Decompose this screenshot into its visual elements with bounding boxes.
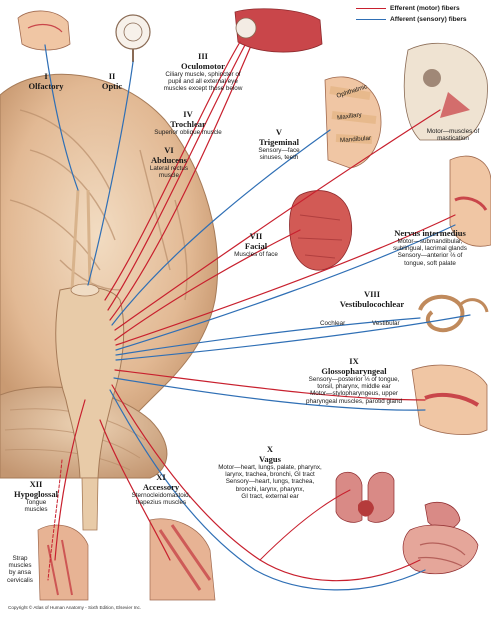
inner-ear-illustration xyxy=(420,297,487,330)
oculomotor-desc-3: muscles except those below xyxy=(144,85,262,92)
trigeminal-desc-1: Sensory—face xyxy=(248,147,310,154)
label-optic: II Optic xyxy=(92,72,132,91)
glossopharyngeal-number: IX xyxy=(284,357,424,366)
strap-desc-3: by ansa xyxy=(2,569,38,576)
glossopharyngeal-desc-4: pharyngeal muscles, parotid gland xyxy=(284,398,424,405)
label-intermedius: Nervus intermedius Motor—submandibular, … xyxy=(370,228,490,267)
label-vagus: X Vagus Motor—heart, lungs, palate, phar… xyxy=(196,445,344,500)
cochlear-label: Cochlear xyxy=(320,320,345,327)
spinal-cord xyxy=(82,478,98,530)
label-oculomotor: III Oculomotor Ciliary muscle, sphincter… xyxy=(144,52,262,93)
facial-name: Facial xyxy=(226,241,286,251)
glossopharyngeal-name: Glossopharyngeal xyxy=(284,366,424,376)
accessory-desc-2: trapezius muscles xyxy=(118,499,204,506)
olfactory-name: Olfactory xyxy=(26,81,66,91)
strap-desc-4: cervicalis xyxy=(2,577,38,584)
efferent-swatch xyxy=(356,8,386,9)
label-trigeminal: V Trigeminal Sensory—face sinuses, teeth xyxy=(248,128,310,161)
vagus-name: Vagus xyxy=(196,454,344,464)
glossopharyngeal-desc-1: Sensory—posterior ⅓ of tongue, xyxy=(284,376,424,383)
viscera-illustration xyxy=(336,472,478,574)
vagus-desc-2: larynx, trachea, bronchi, GI tract xyxy=(196,471,344,478)
olfactory-number: I xyxy=(26,72,66,81)
facial-desc: Muscles of face xyxy=(226,251,286,258)
accessory-desc-1: Sternocleidomastoid, xyxy=(118,492,204,499)
mastication-desc-2: mastication xyxy=(418,135,488,142)
label-glossopharyngeal: IX Glossopharyngeal Sensory—posterior ⅓ … xyxy=(284,357,424,405)
legend-afferent-label: Afferent (sensory) fibers xyxy=(390,16,467,23)
vagus-desc-4: bronchi, larynx, pharynx, xyxy=(196,486,344,493)
trochlear-name: Trochlear xyxy=(138,119,238,129)
label-olfactory: I Olfactory xyxy=(26,72,66,91)
copyright-notice: Copyright © Atlas of Human Anatomy - Six… xyxy=(8,605,141,610)
trochlear-number: IV xyxy=(138,110,238,119)
optic-number: II xyxy=(92,72,132,81)
trigeminal-name: Trigeminal xyxy=(248,137,310,147)
vagus-desc-3: Sensory—heart, lungs, trachea, xyxy=(196,478,344,485)
afferent-swatch xyxy=(356,19,386,20)
neck-muscles-illustration xyxy=(150,519,215,600)
nose-illustration xyxy=(18,11,70,50)
vestibulocochlear-number: VIII xyxy=(316,290,428,299)
facial-number: VII xyxy=(226,232,286,241)
label-mastication: Motor—muscles of mastication xyxy=(418,128,488,142)
vestibular-label: Vestibular xyxy=(372,320,400,327)
label-facial: VII Facial Muscles of face xyxy=(226,232,286,258)
intermedius-desc-2: sublingual, lacrimal glands xyxy=(370,245,490,252)
label-abducens: VI Abducens Lateral rectus muscle xyxy=(134,146,204,179)
vagus-desc-5: GI tract, external ear xyxy=(196,493,344,500)
label-trochlear: IV Trochlear Superior oblique muscle xyxy=(138,110,238,136)
optic-name: Optic xyxy=(92,81,132,91)
intermedius-desc-4: tongue, soft palate xyxy=(370,260,490,267)
hypoglossal-desc-1: Tongue xyxy=(6,499,66,506)
oculomotor-number: III xyxy=(144,52,262,61)
vestibulocochlear-name: Vestibulocochlear xyxy=(316,299,428,309)
label-accessory: XI Accessory Sternocleidomastoid, trapez… xyxy=(118,473,204,506)
legend-afferent: Afferent (sensory) fibers xyxy=(356,16,467,23)
glossopharyngeal-desc-2: tonsil, pharynx, middle ear xyxy=(284,383,424,390)
oculomotor-name: Oculomotor xyxy=(144,61,262,71)
intermedius-desc-1: Motor—submandibular, xyxy=(370,238,490,245)
label-vestibulocochlear: VIII Vestibulocochlear xyxy=(316,290,428,309)
eye-muscles-illustration xyxy=(235,9,322,52)
intermedius-desc-3: Sensory—anterior ⅔ of xyxy=(370,252,490,259)
accessory-name: Accessory xyxy=(118,482,204,492)
hypoglossal-number: XII xyxy=(6,480,66,489)
hypoglossal-desc-2: muscles xyxy=(6,506,66,513)
accessory-number: XI xyxy=(118,473,204,482)
optic-chiasm xyxy=(71,284,99,296)
trigeminal-desc-2: sinuses, teeth xyxy=(248,154,310,161)
oculomotor-desc-1: Ciliary muscle, sphincter of xyxy=(144,71,262,78)
mastication-desc-1: Motor—muscles of xyxy=(418,128,488,135)
legend-efferent-label: Efferent (motor) fibers xyxy=(390,5,460,12)
intermedius-name: Nervus intermedius xyxy=(370,228,490,238)
abducens-desc-2: muscle xyxy=(134,172,204,179)
vagus-number: X xyxy=(196,445,344,454)
oculomotor-desc-2: pupil and all external eye xyxy=(144,78,262,85)
label-strap-muscles: Strap muscles by ansa cervicalis xyxy=(2,555,38,584)
abducens-desc-1: Lateral rectus xyxy=(134,165,204,172)
abducens-name: Abducens xyxy=(134,155,204,165)
trigeminal-number: V xyxy=(248,128,310,137)
label-hypoglossal: XII Hypoglossal Tongue muscles xyxy=(6,480,66,513)
glossopharyngeal-desc-3: Motor—stylopharyngeus, upper xyxy=(284,390,424,397)
hypoglossal-name: Hypoglossal xyxy=(6,489,66,499)
brain-base xyxy=(0,74,218,530)
strap-desc-1: Strap xyxy=(2,555,38,562)
vagus-desc-1: Motor—heart, lungs, palate, pharynx, xyxy=(196,464,344,471)
strap-muscles-illustration xyxy=(38,525,88,600)
strap-desc-2: muscles xyxy=(2,562,38,569)
abducens-number: VI xyxy=(134,146,204,155)
trochlear-desc: Superior oblique muscle xyxy=(138,129,238,136)
legend-efferent: Efferent (motor) fibers xyxy=(356,5,460,12)
